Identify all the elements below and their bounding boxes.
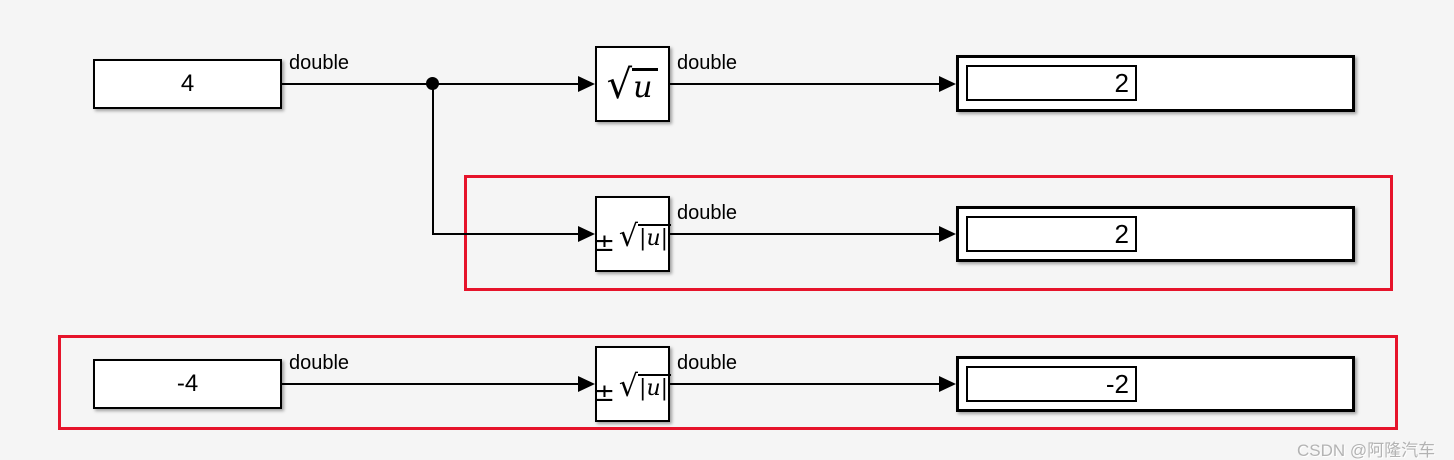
input-arrowhead-signed-sqrt-mid <box>578 226 595 242</box>
input-arrowhead-display-mid <box>939 226 956 242</box>
radicand: |u| <box>638 223 672 251</box>
signal-type-label: double <box>677 352 738 374</box>
signed-sqrt-block-bottom[interactable]: ± √ |u| <box>593 346 672 422</box>
signal-type-label: double <box>677 202 738 224</box>
display-value-field: -2 <box>966 366 1137 402</box>
signal-line-signed-sqrt-to-display-bottom[interactable] <box>670 383 940 385</box>
radical-sign: √ <box>618 368 639 404</box>
branch-point-dot <box>426 77 439 90</box>
constant-value: 4 <box>180 70 195 97</box>
plus-minus-sign: ± <box>593 377 615 407</box>
display-block-top[interactable]: 2 <box>956 55 1355 112</box>
signal-type-label: double <box>677 52 738 74</box>
sqrt-block[interactable]: √ u <box>595 46 670 122</box>
signal-type-label: double <box>289 352 350 374</box>
radicand: u <box>632 68 659 106</box>
sqrt-expression: √ u <box>607 62 659 106</box>
annotation-box-bottom[interactable] <box>58 335 1398 430</box>
signal-line-branch-to-signed-sqrt[interactable] <box>432 233 579 235</box>
signal-line-sqrt-to-display[interactable] <box>670 83 940 85</box>
constant-value: -4 <box>176 370 199 397</box>
csdn-watermark: CSDN @阿隆汽车 <box>1297 441 1436 460</box>
input-arrowhead-display-bottom <box>939 376 956 392</box>
constant-block-4[interactable]: 4 <box>93 59 282 109</box>
input-arrowhead-sqrt <box>578 76 595 92</box>
signal-line-signed-sqrt-to-display-mid[interactable] <box>670 233 940 235</box>
display-block-middle[interactable]: 2 <box>956 206 1355 262</box>
signed-sqrt-expression: ± √ |u| <box>593 214 672 257</box>
constant-block-neg4[interactable]: -4 <box>93 359 282 409</box>
signed-sqrt-expression: ± √ |u| <box>593 364 672 407</box>
radical-sign: √ <box>606 62 633 109</box>
display-block-bottom[interactable]: -2 <box>956 356 1355 412</box>
input-arrowhead-signed-sqrt-bottom <box>578 376 595 392</box>
radicand: |u| <box>638 373 672 401</box>
signed-sqrt-block-middle[interactable]: ± √ |u| <box>593 196 672 272</box>
signal-line-branch-vertical[interactable] <box>432 84 434 234</box>
plus-minus-sign: ± <box>593 227 615 257</box>
signal-line-constneg4-to-signed-sqrt[interactable] <box>282 383 579 385</box>
signal-type-label: double <box>289 52 350 74</box>
display-value-field: 2 <box>966 65 1137 101</box>
input-arrowhead-display-top <box>939 76 956 92</box>
display-value-field: 2 <box>966 216 1137 252</box>
radical-sign: √ <box>618 218 639 254</box>
